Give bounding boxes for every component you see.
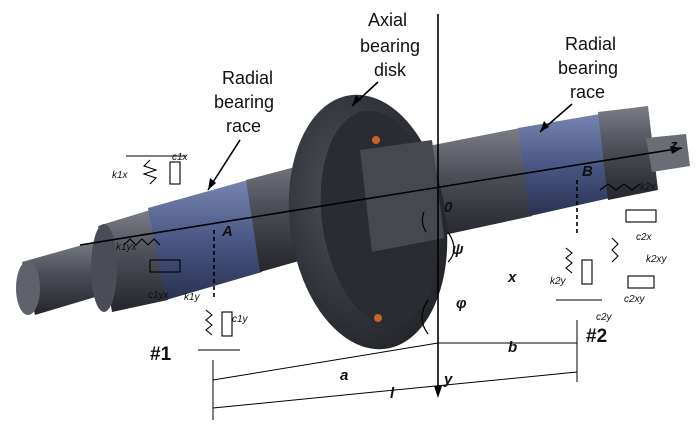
axes xyxy=(79,14,683,398)
phi-label: φ xyxy=(456,295,467,312)
shaft-left-face xyxy=(16,261,40,315)
origin-label: 0 xyxy=(444,199,453,216)
point-b-label: B xyxy=(582,163,593,180)
radial-race-right xyxy=(518,114,610,216)
axis-x-label: x xyxy=(507,269,517,286)
bearing1-label: #1 xyxy=(150,344,172,365)
axial-bearing-disk xyxy=(288,94,448,350)
k1y-label: k1y xyxy=(184,292,201,303)
k2x-label: k2x xyxy=(640,182,657,193)
radial-left-line3: race xyxy=(226,116,261,136)
radial-right-line3: race xyxy=(570,82,605,102)
shaft-left-stub xyxy=(22,240,112,315)
c2x-label: c2x xyxy=(636,232,653,243)
axis-z-label: z xyxy=(669,137,678,154)
axial-label-line1: Axial xyxy=(368,10,407,30)
k1yx-label: k1yx xyxy=(116,242,138,253)
c1x-label: c1x xyxy=(172,152,189,163)
c1yx-label: c1yx xyxy=(148,290,170,301)
c2y-label: c2y xyxy=(596,312,613,323)
bolt-top xyxy=(372,136,380,144)
radial-left-line1: Radial xyxy=(222,68,273,88)
psi-label: ψ xyxy=(452,241,464,258)
k2xy-label: k2xy xyxy=(646,254,668,265)
left-housing-face xyxy=(91,224,117,312)
c2xy-label: c2xy xyxy=(624,294,646,305)
right-bearing-housing xyxy=(598,106,658,200)
dim-a-label: a xyxy=(340,367,348,384)
point-a-label: A xyxy=(221,223,233,240)
dim-b-label: b xyxy=(508,339,517,356)
shaft-right-mid xyxy=(418,128,532,238)
dimension-lines xyxy=(212,320,578,420)
leader-arrows xyxy=(207,81,573,191)
k2y-label: k2y xyxy=(550,276,567,287)
axial-label-line3: disk xyxy=(374,60,407,80)
k1x-label: k1x xyxy=(112,170,129,181)
axial-label-line2: bearing xyxy=(360,36,420,56)
c1y-label: c1y xyxy=(232,314,249,325)
dim-l-label: l xyxy=(390,385,395,402)
radial-left-line2: bearing xyxy=(214,92,274,112)
bearing2-label: #2 xyxy=(586,326,607,347)
bolt-bottom xyxy=(374,314,382,322)
radial-right-line2: bearing xyxy=(558,58,618,78)
axis-y-label: y xyxy=(443,371,453,388)
radial-race-left xyxy=(148,180,262,300)
bearing1-springs xyxy=(123,155,240,351)
bearing2-springs xyxy=(556,183,657,301)
radial-right-line1: Radial xyxy=(565,34,616,54)
rotation-arrows xyxy=(421,211,455,335)
shaft-right-stub xyxy=(646,134,690,172)
